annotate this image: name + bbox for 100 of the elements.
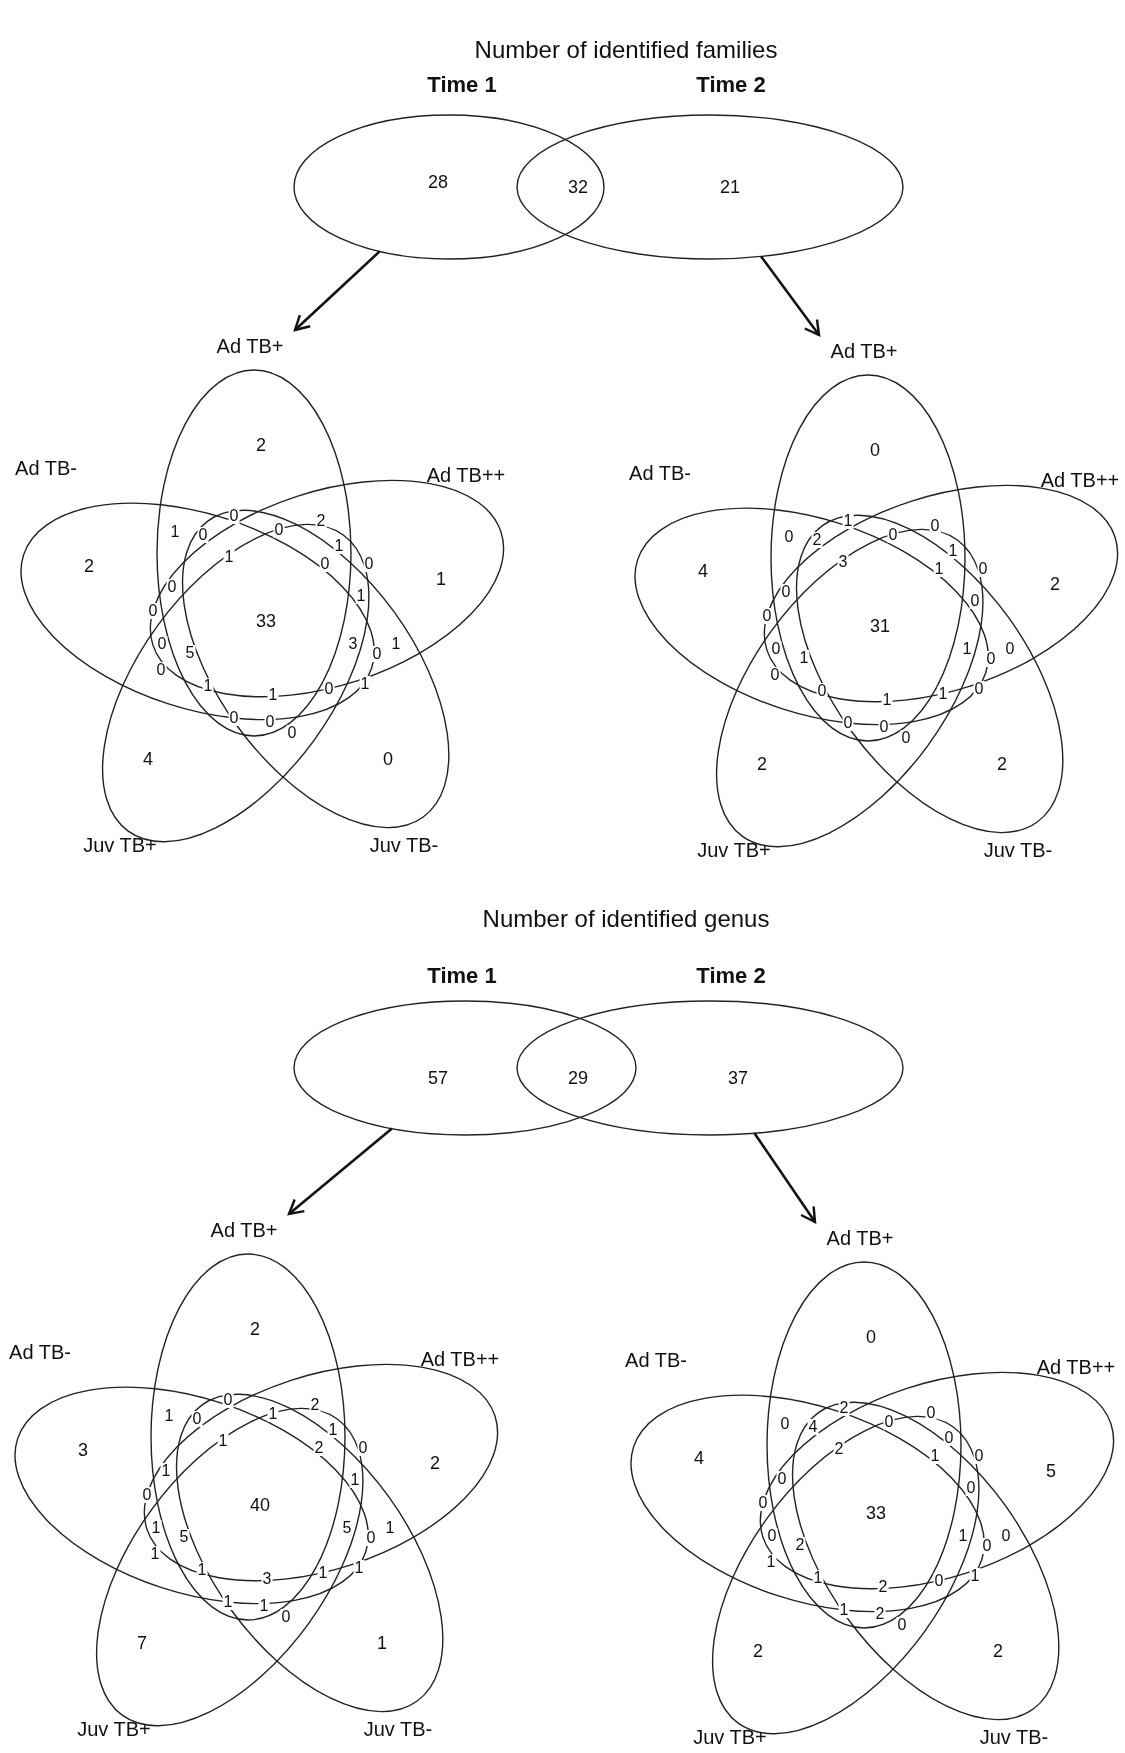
count-label: 1: [359, 676, 371, 692]
count-label: 1: [267, 1406, 279, 1422]
count-label: 0: [228, 508, 240, 524]
count-label: 0: [887, 527, 899, 543]
count-label: 0: [973, 1448, 985, 1464]
count-label: 0: [816, 683, 828, 699]
set-label: Juv TB-: [369, 835, 439, 855]
count-label: 57: [427, 1069, 449, 1087]
count-label: 0: [883, 1414, 895, 1430]
count-label: 5: [178, 1529, 190, 1545]
count-label: 1: [327, 1422, 339, 1438]
count-label: 2: [811, 532, 823, 548]
count-label: 2: [315, 513, 327, 529]
count-label: 1: [333, 538, 345, 554]
count-label: 1: [961, 641, 973, 657]
count-label: 0: [933, 1573, 945, 1589]
count-label: 0: [969, 593, 981, 609]
count-label: 0: [222, 1392, 234, 1408]
count-label: 1: [842, 513, 854, 529]
count-label: 0: [371, 646, 383, 662]
count-label: 0: [896, 1617, 908, 1633]
count-label: 1: [957, 1528, 969, 1544]
count-label: 0: [973, 681, 985, 697]
count-label: 1: [376, 1634, 388, 1652]
count-label: 5: [1045, 1462, 1057, 1480]
set-label: Juv TB-: [363, 1719, 433, 1739]
arrow: [293, 250, 381, 332]
count-label: 40: [249, 1496, 271, 1514]
count-label: 1: [798, 650, 810, 666]
count-label: 1: [937, 686, 949, 702]
set-ellipse: [763, 469, 1120, 703]
count-label: 1: [933, 561, 945, 577]
count-label: 2: [756, 755, 768, 773]
count-label: 4: [807, 1419, 819, 1435]
count-label: 0: [977, 561, 989, 577]
count-label: 0: [842, 715, 854, 731]
count-label: 0: [1004, 641, 1016, 657]
count-label: 1: [267, 687, 279, 703]
count-label: 0: [1000, 1528, 1012, 1544]
count-label: 32: [567, 178, 589, 196]
arrow: [753, 1132, 817, 1224]
count-label: 1: [765, 1554, 777, 1570]
count-label: 1: [384, 1520, 396, 1536]
count-label: 0: [783, 529, 795, 545]
set-label: Time 2: [696, 965, 766, 987]
count-label: 1: [929, 1448, 941, 1464]
count-label: 0: [865, 1328, 877, 1346]
count-label: 1: [812, 1570, 824, 1586]
heading: Number of identified genus: [481, 907, 771, 931]
count-label: 5: [184, 645, 196, 661]
count-label: 1: [435, 570, 447, 588]
count-label: 0: [166, 579, 178, 595]
count-label: 5: [341, 1520, 353, 1536]
set-ellipse: [759, 1356, 1116, 1590]
count-label: 4: [697, 562, 709, 580]
count-label: 2: [838, 1400, 850, 1416]
count-label: 0: [155, 662, 167, 678]
set-label: Ad TB-: [625, 1350, 687, 1370]
count-label: 0: [779, 1416, 791, 1432]
set-label: Ad TB++: [426, 465, 506, 485]
count-label: 1: [355, 588, 367, 604]
count-label: 0: [197, 527, 209, 543]
count-label: 29: [567, 1069, 589, 1087]
count-label: 1: [163, 1408, 175, 1424]
set-label: Time 1: [427, 965, 497, 987]
set-label: Ad TB-: [15, 458, 77, 478]
count-label: 0: [323, 681, 335, 697]
count-label: 0: [363, 556, 375, 572]
set-label: Time 2: [696, 74, 766, 96]
count-label: 0: [776, 1471, 788, 1487]
count-label: 33: [865, 1504, 887, 1522]
count-label: 0: [929, 518, 941, 534]
count-label: 1: [258, 1598, 270, 1614]
count-label: 2: [429, 1454, 441, 1472]
count-label: 0: [147, 603, 159, 619]
count-label: 0: [141, 1487, 153, 1503]
set-label: Ad TB++: [1036, 1357, 1116, 1377]
count-label: 0: [943, 1430, 955, 1446]
count-label: 0: [985, 651, 997, 667]
count-label: 3: [347, 636, 359, 652]
count-label: 2: [249, 1320, 261, 1338]
count-label: 2: [313, 1440, 325, 1456]
count-label: 0: [878, 719, 890, 735]
count-label: 2: [996, 755, 1008, 773]
set-label: Ad TB++: [420, 1349, 500, 1369]
set-label: Juv TB-: [983, 840, 1053, 860]
set-label: Juv TB+: [697, 840, 771, 860]
count-label: 1: [196, 1562, 208, 1578]
count-label: 3: [837, 554, 849, 570]
count-label: 0: [900, 730, 912, 746]
count-label: 0: [769, 667, 781, 683]
count-label: 1: [969, 1568, 981, 1584]
count-label: 28: [427, 173, 449, 191]
arrow: [760, 255, 821, 337]
count-label: 0: [757, 1495, 769, 1511]
set-label: Juv TB-: [979, 1727, 1049, 1747]
count-label: 0: [965, 1480, 977, 1496]
set-label: Ad TB+: [216, 336, 284, 356]
set-label: Ad TB+: [210, 1220, 278, 1240]
count-label: 0: [280, 1609, 292, 1625]
